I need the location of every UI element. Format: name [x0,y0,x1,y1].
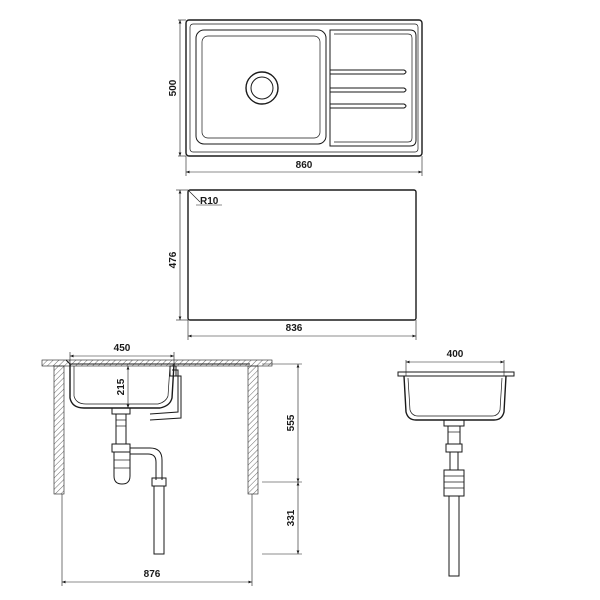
end-view: 400 [397,349,515,577]
radius-label: R10 [200,196,219,207]
side-view: 450 215 555 331 876 [41,343,302,586]
end-trap-nut [445,443,463,453]
end-basin-inner [407,377,503,417]
trap-bottle [113,452,131,485]
drainer-inner [334,33,413,143]
dim-label-215: 215 [116,378,127,395]
waste-pipe [153,485,165,555]
top-view: 500 860 [168,19,423,176]
end-waste-tail [447,425,461,445]
bowl-outline [195,29,327,145]
dim-label-555: 555 [286,414,297,431]
cutout-view: R10 476 836 [168,189,417,340]
waste-flange [111,407,131,415]
dim-label-876: 876 [144,569,161,580]
end-waste-pipe [448,495,460,577]
trap-outlet-outer [130,447,163,480]
dim-label-400: 400 [447,349,464,360]
trap-outlet-inner [130,453,157,480]
drain-inner-icon [250,76,274,100]
end-trap-body [449,451,459,471]
drainer-groove-2 [330,87,407,93]
dim-label-331: 331 [286,509,297,526]
overflow-pipe-outer [149,369,179,415]
dim-label-476: 476 [168,251,179,268]
trap-nut [111,443,131,453]
cutout-outline [187,189,417,321]
end-basin [403,375,507,421]
bowl-inner-outline [201,35,321,139]
sink-inner-rim [189,23,419,153]
dim-label-450: 450 [114,343,131,354]
drain-outer-icon [245,71,279,105]
end-waste-flange [443,419,465,427]
end-rim [397,371,515,377]
end-trap-bottle [443,469,465,497]
dim-label-836: 836 [286,323,303,334]
radius-leader [187,189,201,203]
dim-label-860: 860 [296,160,313,171]
countertop [41,359,273,367]
drainer-groove-3 [330,103,407,109]
cabinet-left-wall [53,365,65,495]
overflow-outlet [169,365,177,377]
sink-outer-rim [185,19,423,157]
outlet-nut [151,477,167,487]
waste-tail [115,413,127,445]
cabinet-right-wall [247,365,259,495]
drainer-board [329,29,417,147]
dim-label-500: 500 [168,79,179,96]
drainer-groove-1 [330,69,407,75]
overflow-pipe-inner [149,375,182,421]
basin-side-inner [73,365,171,405]
